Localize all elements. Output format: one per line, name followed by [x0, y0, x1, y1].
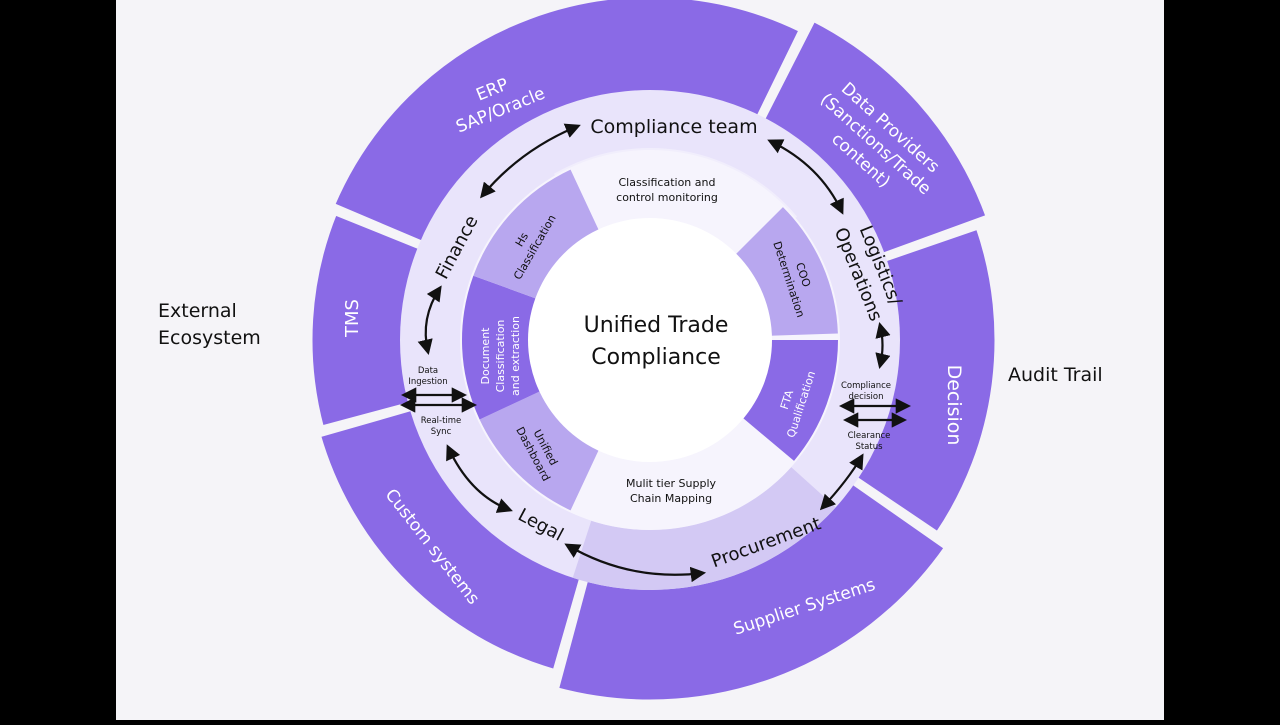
- data-ingestion-line1: Data: [418, 366, 438, 376]
- document-line3: and extraction: [509, 316, 522, 396]
- fta-label-line1: FTA: [778, 388, 797, 411]
- compliance-decision-line1: Compliance: [841, 381, 891, 391]
- classification-monitoring-line2: control monitoring: [616, 191, 718, 204]
- supply-chain-line2: Chain Mapping: [630, 492, 712, 505]
- capability-hs: [473, 169, 600, 299]
- capability-coo: [734, 207, 838, 336]
- classification-monitoring-line1: Classification and: [619, 176, 716, 189]
- arrow-clearance-procurement: [819, 453, 864, 511]
- capability-unified-dashboard: [479, 390, 600, 511]
- document-line2: Classification: [494, 320, 507, 393]
- data-ingestion-line2: Ingestion: [408, 377, 447, 387]
- external-ecosystem-label-line1: External: [158, 300, 237, 322]
- arrow-legal-sync: [446, 444, 513, 513]
- center-title-line1: Unified Trade: [584, 313, 729, 338]
- realtime-sync-line1: Real-time: [421, 416, 462, 426]
- center-title-line2: Compliance: [591, 345, 721, 370]
- tms-label: TMS: [342, 299, 363, 338]
- capability-document: [461, 275, 542, 420]
- arrow-compliance-finance: [480, 123, 581, 199]
- external-ecosystem-label-line2: Ecosystem: [158, 327, 261, 349]
- arrow-logistics-compliance-decision: [875, 322, 891, 369]
- document-label: Document Classification and extraction: [479, 316, 522, 396]
- audit-trail-label: Audit Trail: [1008, 364, 1103, 386]
- supply-chain-line1: Mulit tier Supply: [626, 477, 717, 490]
- center-disc: [528, 218, 772, 462]
- hs-line1: Hs: [513, 230, 531, 249]
- arrow-compliance-logistics: [767, 139, 844, 215]
- realtime-sync-line2: Sync: [431, 427, 452, 437]
- compliance-decision-line2: decision: [848, 392, 883, 402]
- arrow-finance-ingestion: [417, 285, 442, 355]
- arrow-procurement-legal: [564, 543, 707, 583]
- decision-label: Decision: [943, 365, 965, 446]
- capability-fta: [741, 340, 838, 461]
- capability-supply-chain: [570, 443, 744, 528]
- document-line1: Document: [479, 327, 492, 385]
- flow-arrows: [399, 123, 912, 583]
- clearance-status-line2: Status: [855, 442, 883, 452]
- clearance-status-line1: Clearance: [848, 431, 891, 441]
- compliance-team-label: Compliance team: [590, 116, 757, 138]
- capability-classification-monitoring: [570, 152, 783, 256]
